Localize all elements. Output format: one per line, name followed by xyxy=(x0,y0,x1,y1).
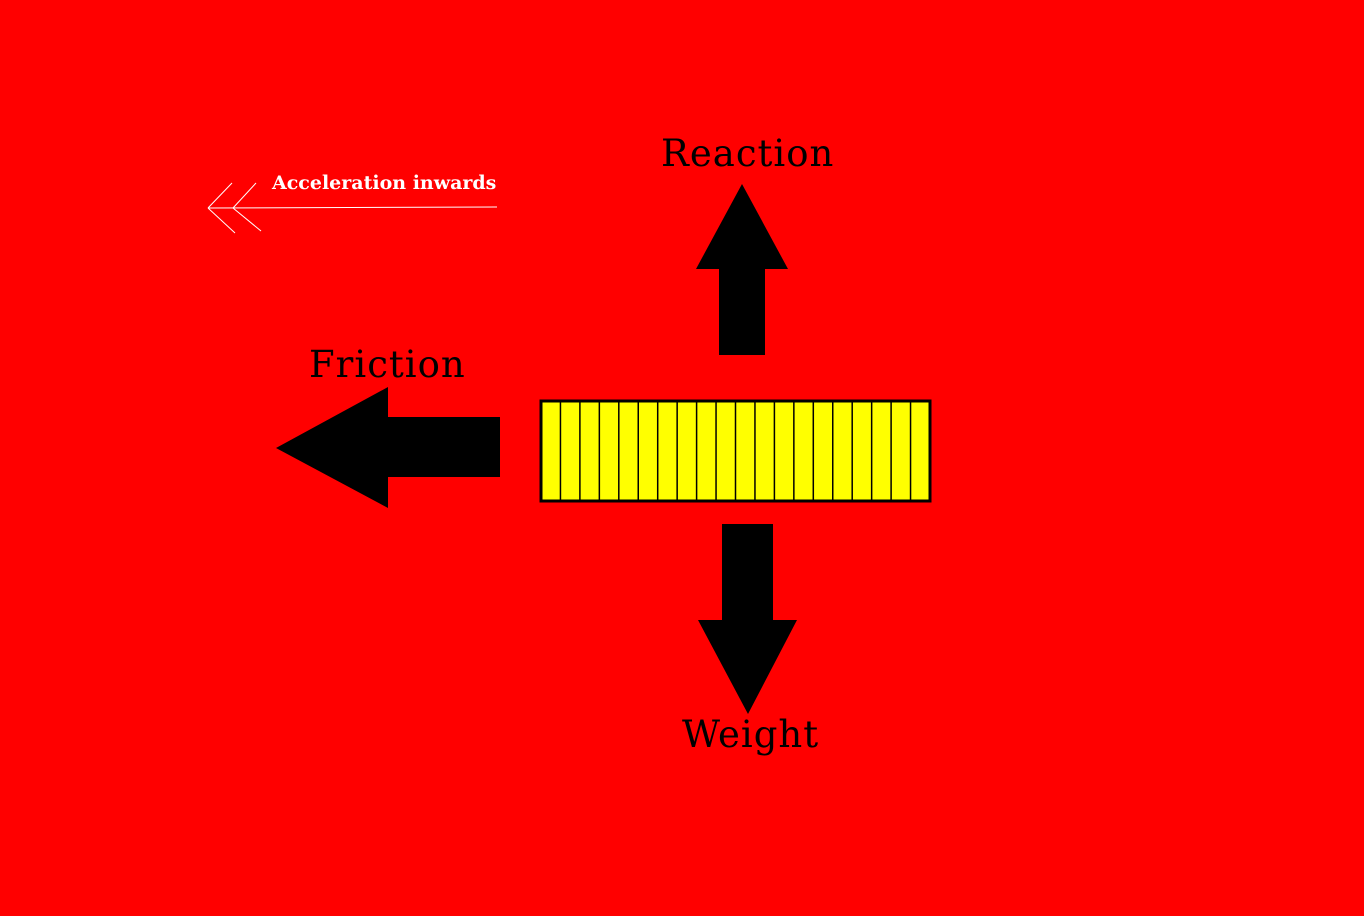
acceleration-arrow xyxy=(207,182,498,234)
reaction-arrow xyxy=(696,184,788,355)
reaction-label: Reaction xyxy=(661,132,835,175)
acceleration-label: Acceleration inwards xyxy=(272,172,497,194)
friction-label: Friction xyxy=(309,343,466,386)
block-segments xyxy=(559,401,912,501)
friction-arrow xyxy=(276,387,500,508)
weight-arrow xyxy=(698,524,797,714)
weight-label: Weight xyxy=(682,713,820,756)
